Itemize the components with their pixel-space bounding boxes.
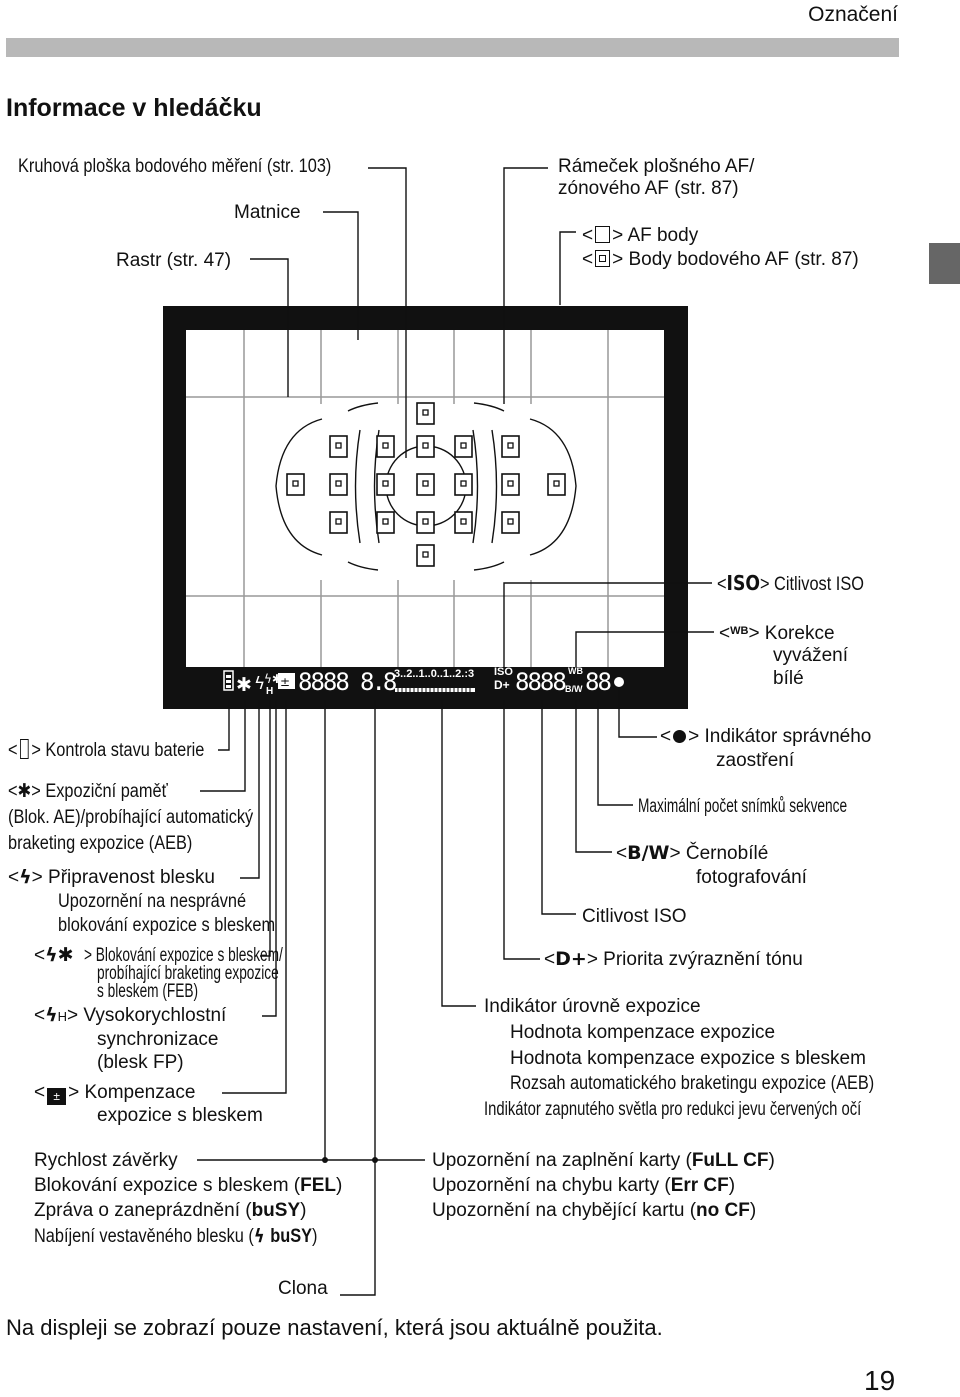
flash-lock-icon: ϟ✱ <box>45 944 74 966</box>
label-no-card: Upozornění na chybějící kartu (no CF) <box>432 1200 757 1221</box>
label-aeb-range: Rozsah automatického braketingu expozice… <box>510 1073 875 1094</box>
label-wb-2: vyvážení <box>773 645 848 666</box>
label-max-burst: Maximální počet snímků sekvence <box>638 796 848 817</box>
flash-fp-icon: ϟ <box>45 1004 58 1026</box>
leader-lines-left <box>197 700 425 1296</box>
leader-lines-top <box>250 167 576 458</box>
label-aperture: Clona <box>278 1278 328 1299</box>
label-wb: <WB> Korekce <box>719 623 835 644</box>
label-fel-3: s bleskem (FEB) <box>97 981 199 1002</box>
label-matnice: Matnice <box>234 202 301 223</box>
iso-icon: ISO <box>726 571 760 595</box>
label-iso-sens: Citlivost ISO <box>582 906 687 927</box>
section-header: Označení <box>808 3 898 26</box>
footer-note: Na displeji se zobrazí pouze nastavení, … <box>6 1315 663 1340</box>
vf-aperture-digits: 8.8 <box>360 668 397 696</box>
label-red-eye: Indikátor zapnutého světla pro redukci j… <box>484 1099 862 1120</box>
vf-wb-icon: WB <box>568 666 583 676</box>
side-tab <box>929 243 960 284</box>
focus-dot-icon <box>673 730 687 743</box>
header-bar <box>6 38 899 57</box>
label-d-plus: <D+> Priorita zvýraznění tónu <box>544 948 803 970</box>
label-wb-3: bílé <box>773 668 804 689</box>
junction-dot <box>322 1157 328 1163</box>
vf-shutter-digits: 8888 <box>298 668 350 696</box>
leader-lines-right <box>441 582 714 1007</box>
label-fel-msg: Blokování expozice s bleskem (FEL) <box>34 1175 343 1196</box>
label-fel-prefix: <ϟ✱ <box>34 944 74 966</box>
label-iso: <ISO> Citlivost ISO <box>717 571 864 596</box>
label-exp-level: Indikátor úrovně expozice <box>484 996 701 1017</box>
label-exp-comp: Hodnota kompenzace expozice <box>510 1022 776 1043</box>
label-flash-charging: Nabíjení vestavěného blesku (ϟ buSY) <box>34 1225 318 1247</box>
label-flash-comp: Hodnota kompenzace expozice s bleskem <box>510 1048 866 1069</box>
vf-exposure-scale: 3..2..1..0..1..2.:3 <box>394 668 475 680</box>
vf-iso-digits: 8888 <box>515 668 567 696</box>
af-point-icon <box>595 226 611 243</box>
vf-iso-text: ISO <box>494 666 513 678</box>
label-focus-2: zaostření <box>716 750 795 771</box>
label-card-error: Upozornění na chybu karty (Err CF) <box>432 1175 736 1196</box>
label-fp-2: synchronizace <box>97 1029 219 1050</box>
vf-count-digits: 88 <box>585 668 612 696</box>
label-shutter: Rychlost závěrky <box>34 1150 178 1171</box>
label-battery: <> Kontrola stavu baterie <box>8 739 205 761</box>
label-ae-lock-3: braketing expozice (AEB) <box>8 833 193 854</box>
label-ae-lock: <✱> Expoziční paměť <box>8 780 168 802</box>
label-fp-3: (blesk FP) <box>97 1052 184 1073</box>
label-af-spot: <> Body bodového AF (str. 87) <box>582 249 859 270</box>
status-line: ✱ ϟ ϟ✱ H ± <box>223 670 624 697</box>
vf-bw-icon: B/W <box>565 684 583 694</box>
svg-text:ϟ✱: ϟ✱ <box>264 672 282 686</box>
battery-icon <box>20 739 29 759</box>
label-flash-ready-3: blokování expozice s bleskem <box>58 915 276 936</box>
svg-text:±: ± <box>280 675 290 689</box>
label-fp: <ϟH> Vysokorychlostní <box>34 1004 227 1026</box>
ae-lock-asterisk-icon: ✱ <box>17 780 32 802</box>
vf-d-plus: D+ <box>494 678 510 692</box>
label-spot-circle: Kruhová ploška bodového měření (str. 103… <box>18 156 332 177</box>
flash-icon: ϟ <box>19 866 32 888</box>
label-ae-lock-2: (Blok. AE)/probíhající automatický <box>8 807 254 828</box>
label-flash-ready: <ϟ> Připravenost blesku <box>8 866 215 888</box>
bw-icon: B/W <box>627 842 670 864</box>
page-title: Informace v hledáčku <box>6 94 262 122</box>
label-af-frame: Rámeček plošného AF/ <box>558 156 755 177</box>
label-flash-comp-left-2: expozice s bleskem <box>97 1105 263 1126</box>
label-rastr: Rastr (str. 47) <box>116 250 232 271</box>
label-busy-msg: Zpráva o zaneprázdnění (buSY) <box>34 1200 307 1221</box>
junction-dot <box>372 1157 378 1163</box>
label-card-full: Upozornění na zaplnění karty (FuLL CF) <box>432 1150 775 1171</box>
wb-icon: WB <box>730 625 749 637</box>
label-bw-2: fotografování <box>696 867 807 888</box>
label-af-frame-2: zónového AF (str. 87) <box>558 178 739 199</box>
spot-af-icon <box>595 250 611 267</box>
label-flash-comp-left: <±> Kompenzace <box>34 1082 196 1105</box>
flash-ready-icon: ϟ <box>254 674 265 694</box>
flash-comp-icon: ± <box>47 1088 67 1105</box>
label-flash-ready-2: Upozornění na nesprávné <box>58 891 247 912</box>
page-number: 19 <box>864 1365 896 1396</box>
ae-lock-icon: ✱ <box>236 674 252 696</box>
label-focus: <> Indikátor správného <box>660 726 872 747</box>
label-af-points: <> AF body <box>582 225 699 246</box>
label-fel: > Blokování expozice s bleskem/ <box>84 945 283 966</box>
svg-text:H: H <box>266 686 273 697</box>
af-points-grid <box>286 402 566 567</box>
d-plus-icon: D+ <box>555 948 587 970</box>
af-point-centers <box>292 409 560 558</box>
label-bw: <B/W> Černobílé <box>616 842 769 864</box>
label-fel-2: probíhající braketing expozice <box>97 963 279 984</box>
